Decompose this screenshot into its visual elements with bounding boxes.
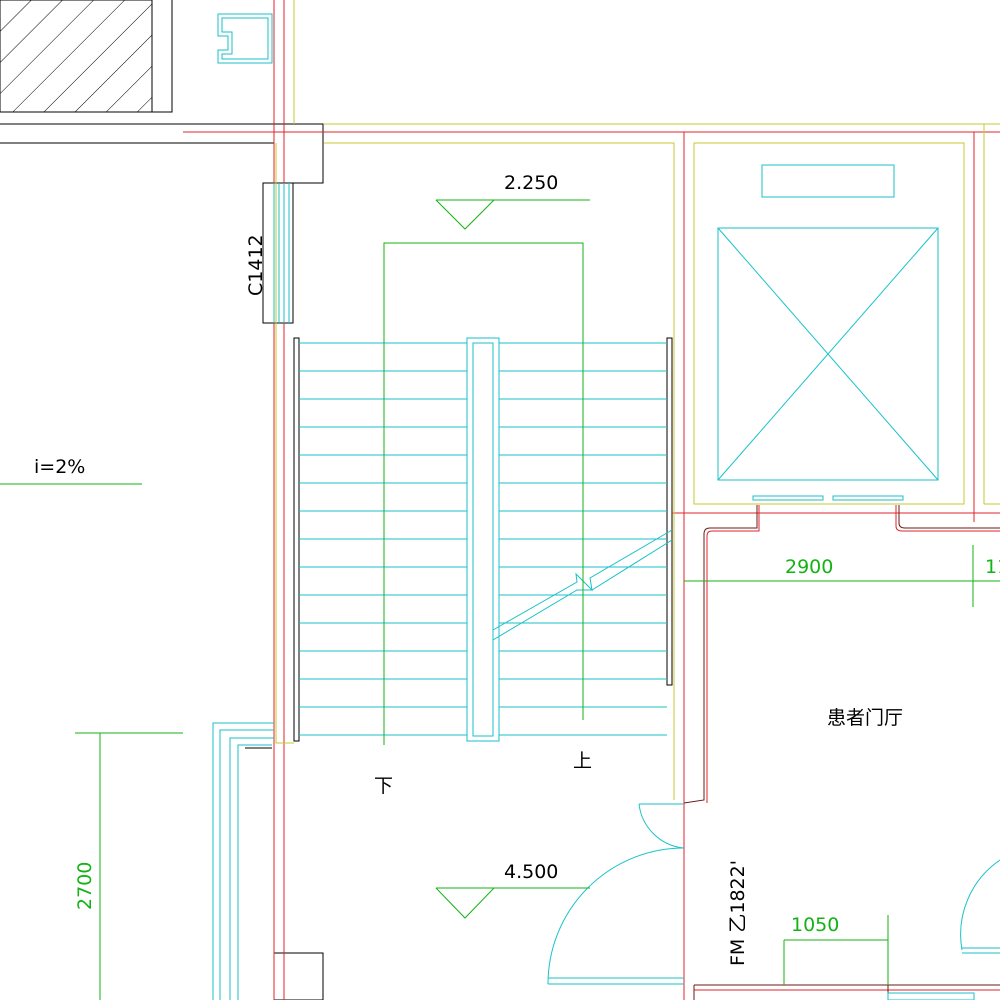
axis-lines [183, 0, 1000, 1000]
wall-finish-lines [275, 0, 1000, 800]
dimension-1050: 1050 [791, 914, 839, 936]
dimension-lines [0, 199, 1000, 1000]
stair-down-label: 下 [374, 775, 393, 797]
stair-up-label: 上 [573, 750, 592, 772]
stair-treads [299, 342, 667, 736]
window-tag: C1412 [245, 234, 267, 296]
dimension-2700: 2700 [74, 862, 96, 910]
fixtures [212, 13, 1000, 1000]
outline-walls [0, 123, 673, 1000]
room-name-label: 患者门厅 [827, 707, 903, 729]
dimension-partial: 11 [985, 556, 1000, 578]
dimension-2900: 2900 [785, 556, 833, 578]
slope-label: i=2% [34, 456, 85, 478]
corridor-walls [683, 505, 1000, 1000]
door-tag: FM 乙1822' [727, 860, 749, 966]
hatched-column [0, 0, 173, 113]
level-upper-label: 2.250 [504, 172, 558, 194]
level-lower-label: 4.500 [504, 861, 558, 883]
